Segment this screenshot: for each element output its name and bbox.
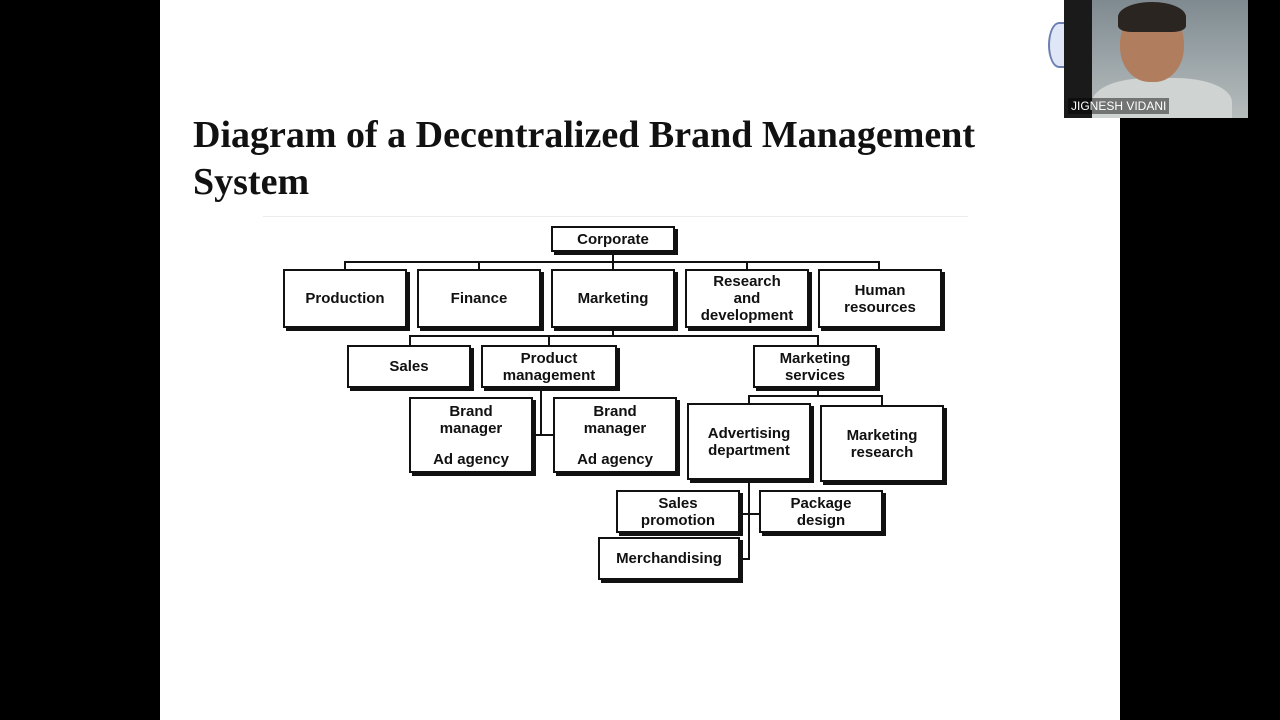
connector <box>540 388 542 436</box>
org-box-production: Production <box>283 269 407 328</box>
connector <box>533 434 555 436</box>
connector <box>817 335 819 346</box>
participant-hair <box>1118 2 1186 32</box>
connector <box>740 558 750 560</box>
brand-manager-label: Brand manager <box>439 403 503 437</box>
ad-agency-label: Ad agency <box>433 451 509 468</box>
connector <box>748 480 750 560</box>
connector <box>878 261 880 270</box>
connector <box>409 335 411 346</box>
brand-manager-label: Brand manager <box>583 403 647 437</box>
org-box-product-management: Product management <box>481 345 617 388</box>
org-box-advertising-department: Advertising department <box>687 403 811 480</box>
participant-name: JIGNESH VIDANI <box>1068 98 1170 114</box>
participant-body <box>1092 78 1232 118</box>
connector <box>612 261 614 270</box>
org-box-corporate: Corporate <box>551 226 675 252</box>
org-box-merchandising: Merchandising <box>598 537 740 580</box>
org-box-marketing: Marketing <box>551 269 675 328</box>
org-box-sales: Sales <box>347 345 471 388</box>
org-box-brand-manager: Brand manager Ad agency <box>409 397 533 473</box>
org-box-marketing-services: Marketing services <box>753 345 877 388</box>
title-divider <box>263 216 968 217</box>
org-box-package-design: Package design <box>759 490 883 533</box>
connector <box>344 261 346 270</box>
connector <box>740 513 760 515</box>
ad-agency-label: Ad agency <box>577 451 653 468</box>
connector <box>881 395 883 406</box>
org-box-brand-manager: Brand manager Ad agency <box>553 397 677 473</box>
org-box-research-development: Research and development <box>685 269 809 328</box>
slide-title: Diagram of a Decentralized Brand Managem… <box>193 114 976 203</box>
connector <box>746 261 748 270</box>
org-box-sales-promotion: Sales promotion <box>616 490 740 533</box>
org-box-marketing-research: Marketing research <box>820 405 944 482</box>
connector <box>548 335 550 346</box>
org-chart: Corporate Production Finance Marketing R… <box>160 0 1120 720</box>
participant-video-tile[interactable]: JIGNESH VIDANI <box>1064 0 1248 118</box>
video-background <box>1064 0 1092 118</box>
connector <box>478 261 480 270</box>
connector <box>748 395 883 397</box>
connector <box>748 395 750 404</box>
connector <box>409 335 817 337</box>
org-box-human-resources: Human resources <box>818 269 942 328</box>
org-box-finance: Finance <box>417 269 541 328</box>
connector <box>612 251 614 263</box>
connector <box>612 327 614 337</box>
presentation-slide: Diagram of a Decentralized Brand Managem… <box>160 0 1120 720</box>
connector <box>817 388 819 397</box>
